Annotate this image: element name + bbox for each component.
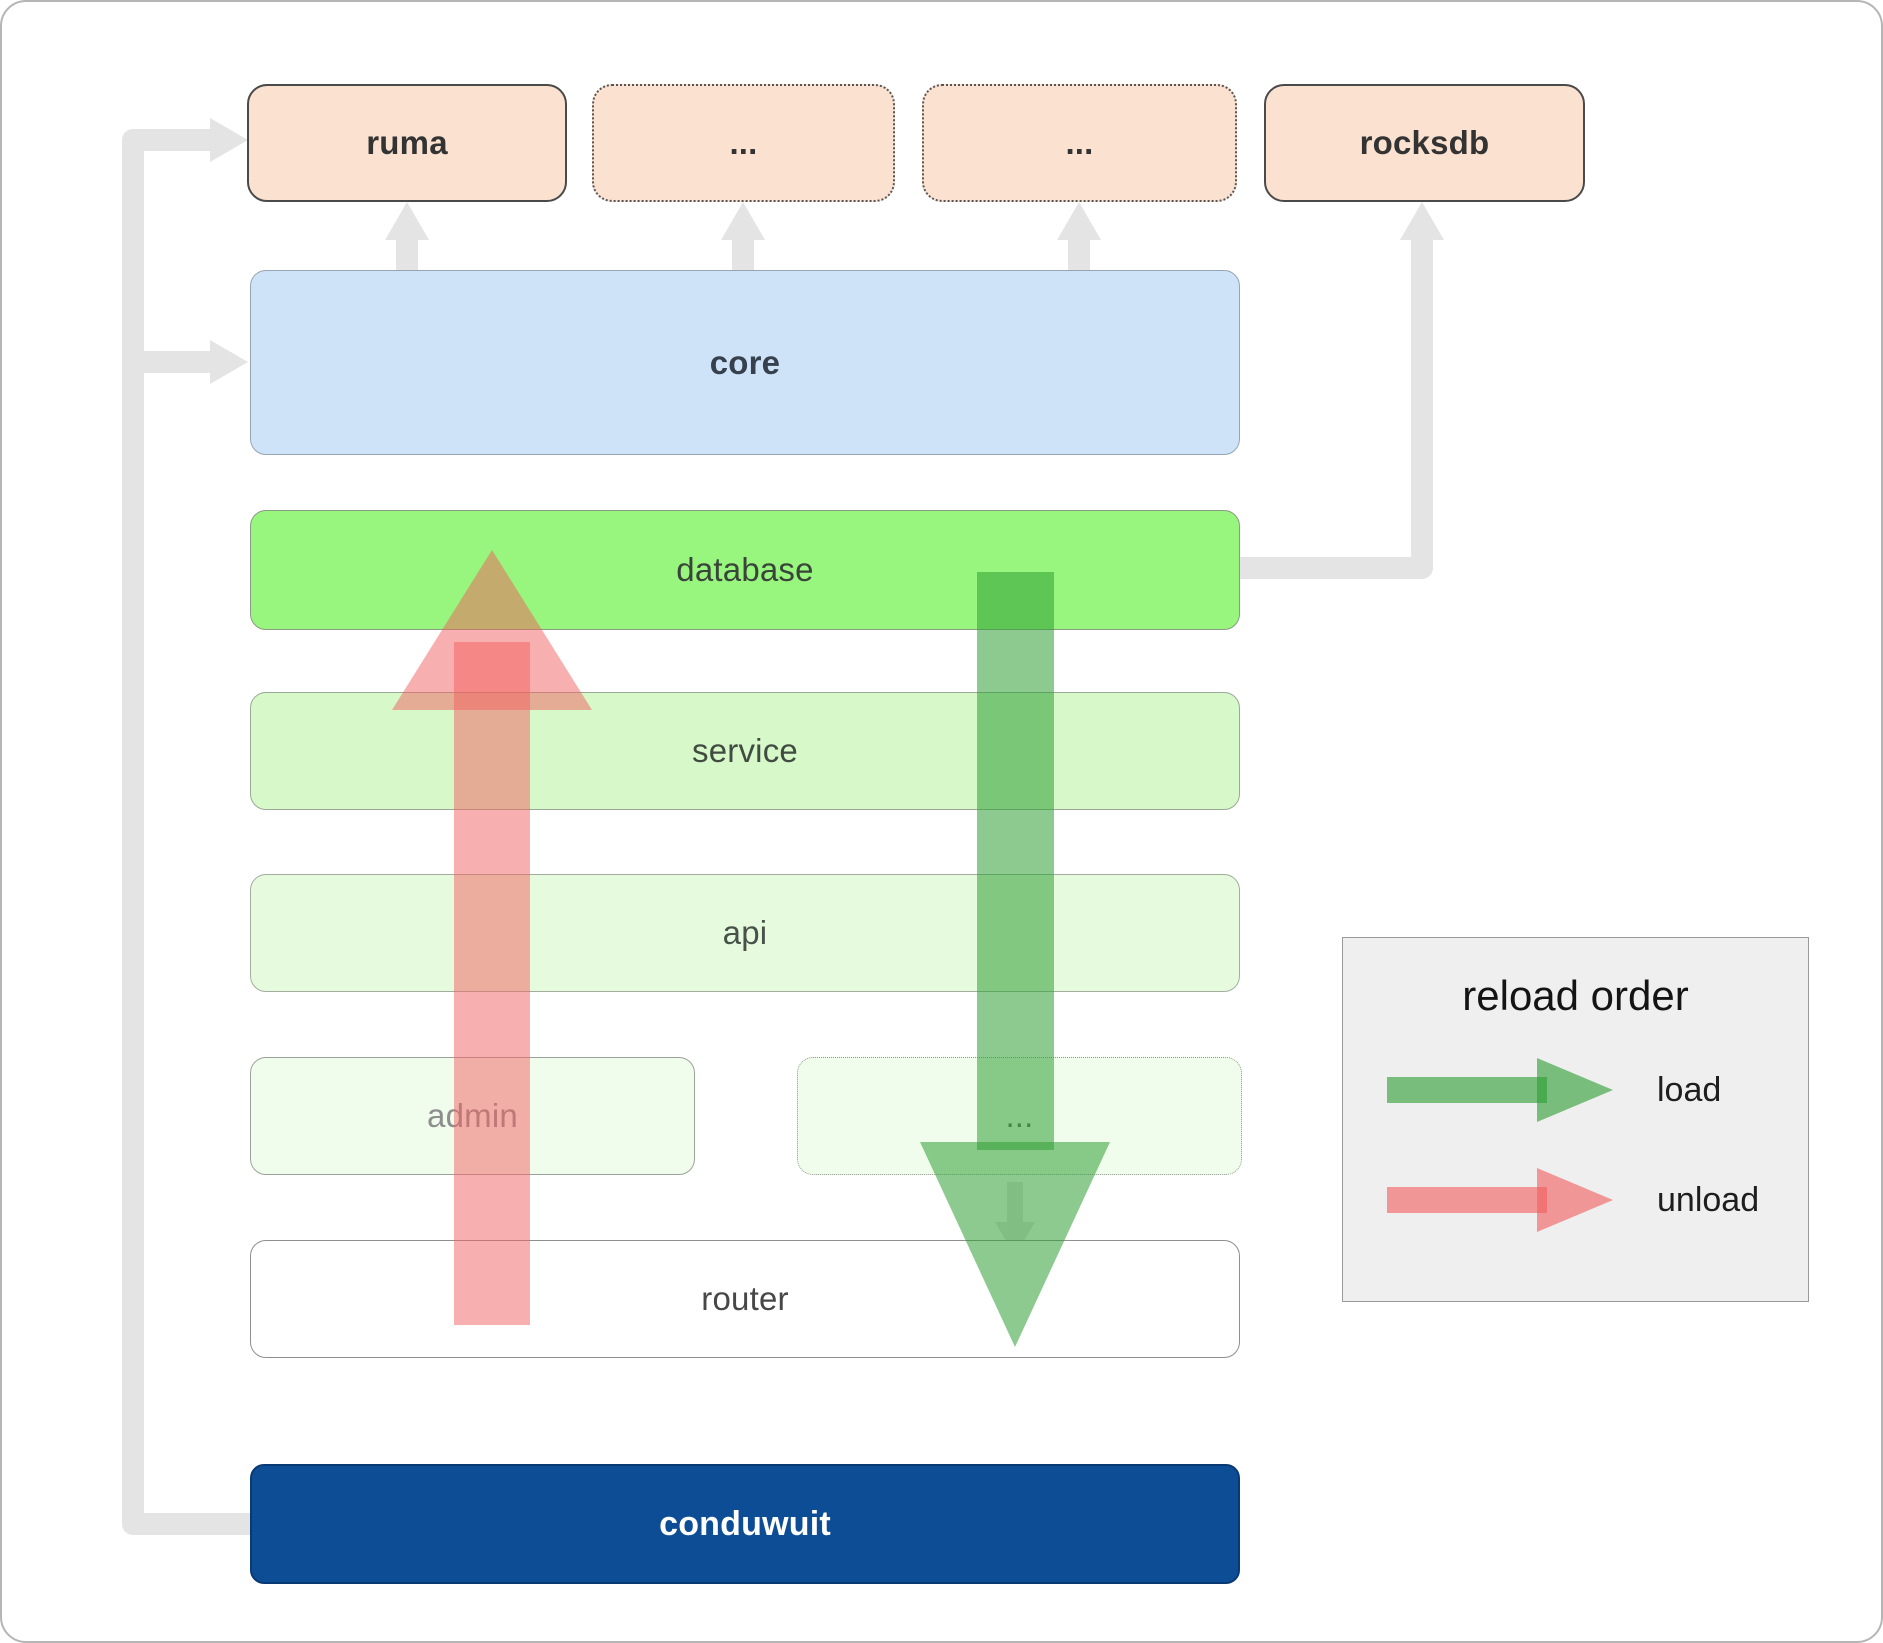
node-api: api bbox=[250, 874, 1240, 992]
legend-load-label: load bbox=[1657, 1070, 1722, 1109]
arrowhead-into-rocksdb-icon bbox=[1400, 202, 1444, 240]
legend: reload order load unload bbox=[1342, 937, 1809, 1302]
node-service: service bbox=[250, 692, 1240, 810]
legend-unload-label: unload bbox=[1657, 1180, 1760, 1219]
node-admin: admin bbox=[250, 1057, 695, 1175]
arrowhead-up-3-icon bbox=[1057, 202, 1101, 240]
legend-row-unload: unload bbox=[1343, 1160, 1808, 1240]
node-ellipsis-top-1: ... bbox=[592, 84, 895, 202]
node-database: database bbox=[250, 510, 1240, 630]
database-to-rocksdb-connector bbox=[1240, 236, 1433, 579]
node-ellipsis-top-2: ... bbox=[922, 84, 1237, 202]
arrowhead-into-core-icon bbox=[210, 340, 248, 384]
node-ellipsis-admin: ... bbox=[797, 1057, 1242, 1175]
node-conduwuit: conduwuit bbox=[250, 1464, 1240, 1584]
load-arrow-icon bbox=[1387, 1058, 1613, 1122]
conduwuit-to-ruma-connector bbox=[122, 129, 250, 1535]
arrowhead-up-2-icon bbox=[721, 202, 765, 240]
arrowhead-up-1-icon bbox=[385, 202, 429, 240]
arrowhead-into-ruma-icon bbox=[210, 118, 248, 162]
node-ruma: ruma bbox=[247, 84, 567, 202]
node-router: router bbox=[250, 1240, 1240, 1358]
node-core: core bbox=[250, 270, 1240, 455]
unload-arrow-icon bbox=[1387, 1168, 1613, 1232]
node-rocksdb: rocksdb bbox=[1264, 84, 1585, 202]
legend-title: reload order bbox=[1462, 972, 1689, 1019]
legend-row-load: load bbox=[1343, 1050, 1808, 1130]
